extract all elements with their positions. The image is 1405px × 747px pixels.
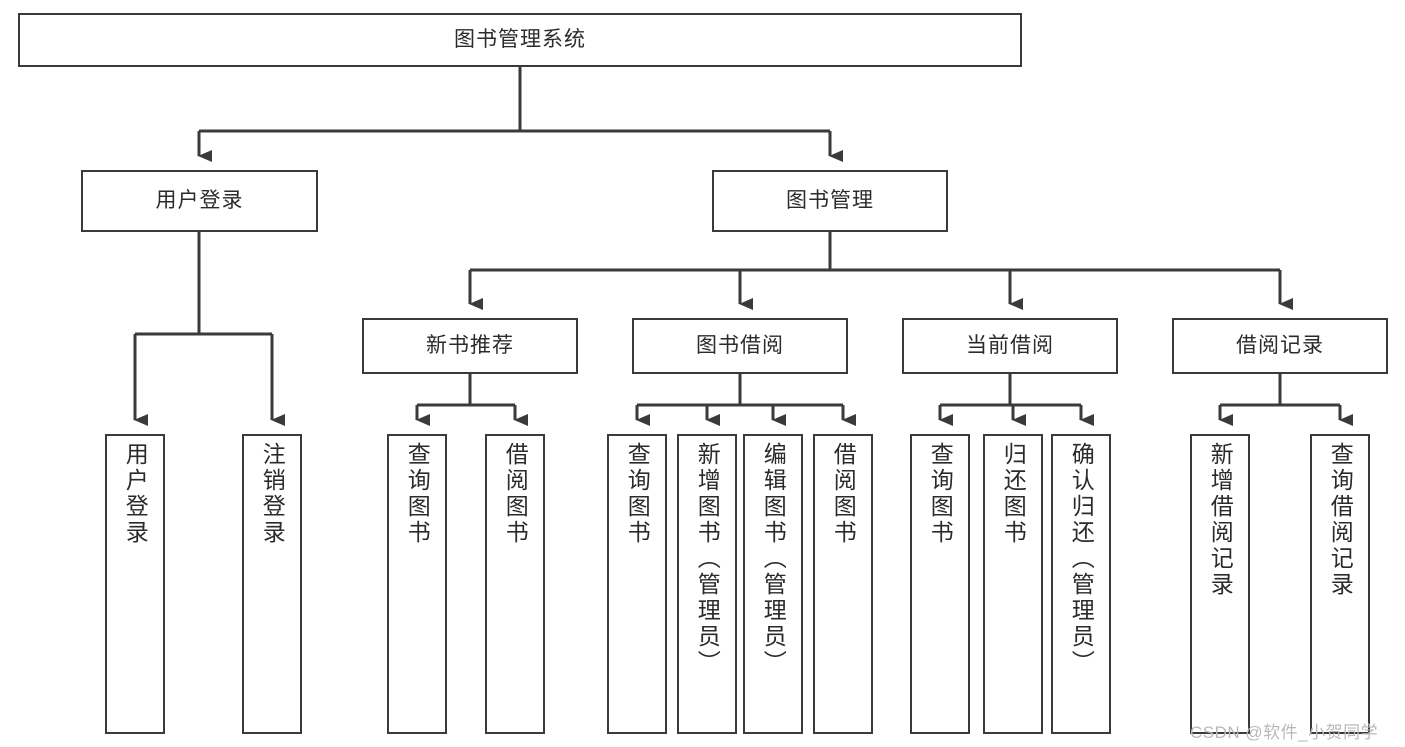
node-book-manage-label: 图书管理 [786,189,874,213]
node-leaf-borrow-query[interactable]: 查询图书 [607,434,667,734]
node-leaf-cur-return-label: 归还图书 [1000,442,1027,546]
node-book-borrow-label: 图书借阅 [696,334,784,358]
node-leaf-cur-confirm-label: 确认归还（管理员） [1068,442,1095,676]
node-root-label: 图书管理系统 [454,28,586,52]
node-leaf-borrow-edit[interactable]: 编辑图书（管理员） [743,434,803,734]
node-leaf-user-logout-label: 注销登录 [259,442,286,546]
node-leaf-rec-borrow[interactable]: 借阅图书 [485,434,545,734]
node-leaf-borrow-add[interactable]: 新增图书（管理员） [677,434,737,734]
node-leaf-rec-add-label: 新增借阅记录 [1207,442,1234,598]
csdn-watermark: CSDN @软件_小贺同学 [1190,723,1379,742]
node-leaf-rec-borrow-label: 借阅图书 [502,442,529,546]
node-leaf-borrow-edit-label: 编辑图书（管理员） [760,442,787,676]
node-leaf-cur-return[interactable]: 归还图书 [983,434,1043,734]
node-leaf-user-logout[interactable]: 注销登录 [242,434,302,734]
node-borrow-record-label: 借阅记录 [1236,334,1324,358]
node-root[interactable]: 图书管理系统 [18,13,1022,67]
node-leaf-cur-query[interactable]: 查询图书 [910,434,970,734]
node-borrow-record[interactable]: 借阅记录 [1172,318,1388,374]
node-leaf-borrow-add-label: 新增图书（管理员） [694,442,721,676]
node-current-borrow-label: 当前借阅 [966,334,1054,358]
node-leaf-cur-query-label: 查询图书 [927,442,954,546]
node-leaf-cur-confirm[interactable]: 确认归还（管理员） [1051,434,1111,734]
node-leaf-borrow-lend-label: 借阅图书 [830,442,857,546]
node-book-manage[interactable]: 图书管理 [712,170,948,232]
node-leaf-rec-add[interactable]: 新增借阅记录 [1190,434,1250,734]
node-leaf-rec-search-label: 查询借阅记录 [1327,442,1354,598]
node-leaf-rec-query[interactable]: 查询图书 [387,434,447,734]
node-leaf-borrow-lend[interactable]: 借阅图书 [813,434,873,734]
node-user-login[interactable]: 用户登录 [81,170,318,232]
node-leaf-user-login[interactable]: 用户登录 [105,434,165,734]
node-new-book-rec-label: 新书推荐 [426,334,514,358]
node-leaf-borrow-query-label: 查询图书 [624,442,651,546]
node-new-book-rec[interactable]: 新书推荐 [362,318,578,374]
node-leaf-rec-query-label: 查询图书 [404,442,431,546]
node-book-borrow[interactable]: 图书借阅 [632,318,848,374]
node-leaf-user-login-label: 用户登录 [122,442,149,546]
node-user-login-label: 用户登录 [155,189,244,213]
node-leaf-rec-search[interactable]: 查询借阅记录 [1310,434,1370,734]
node-current-borrow[interactable]: 当前借阅 [902,318,1118,374]
